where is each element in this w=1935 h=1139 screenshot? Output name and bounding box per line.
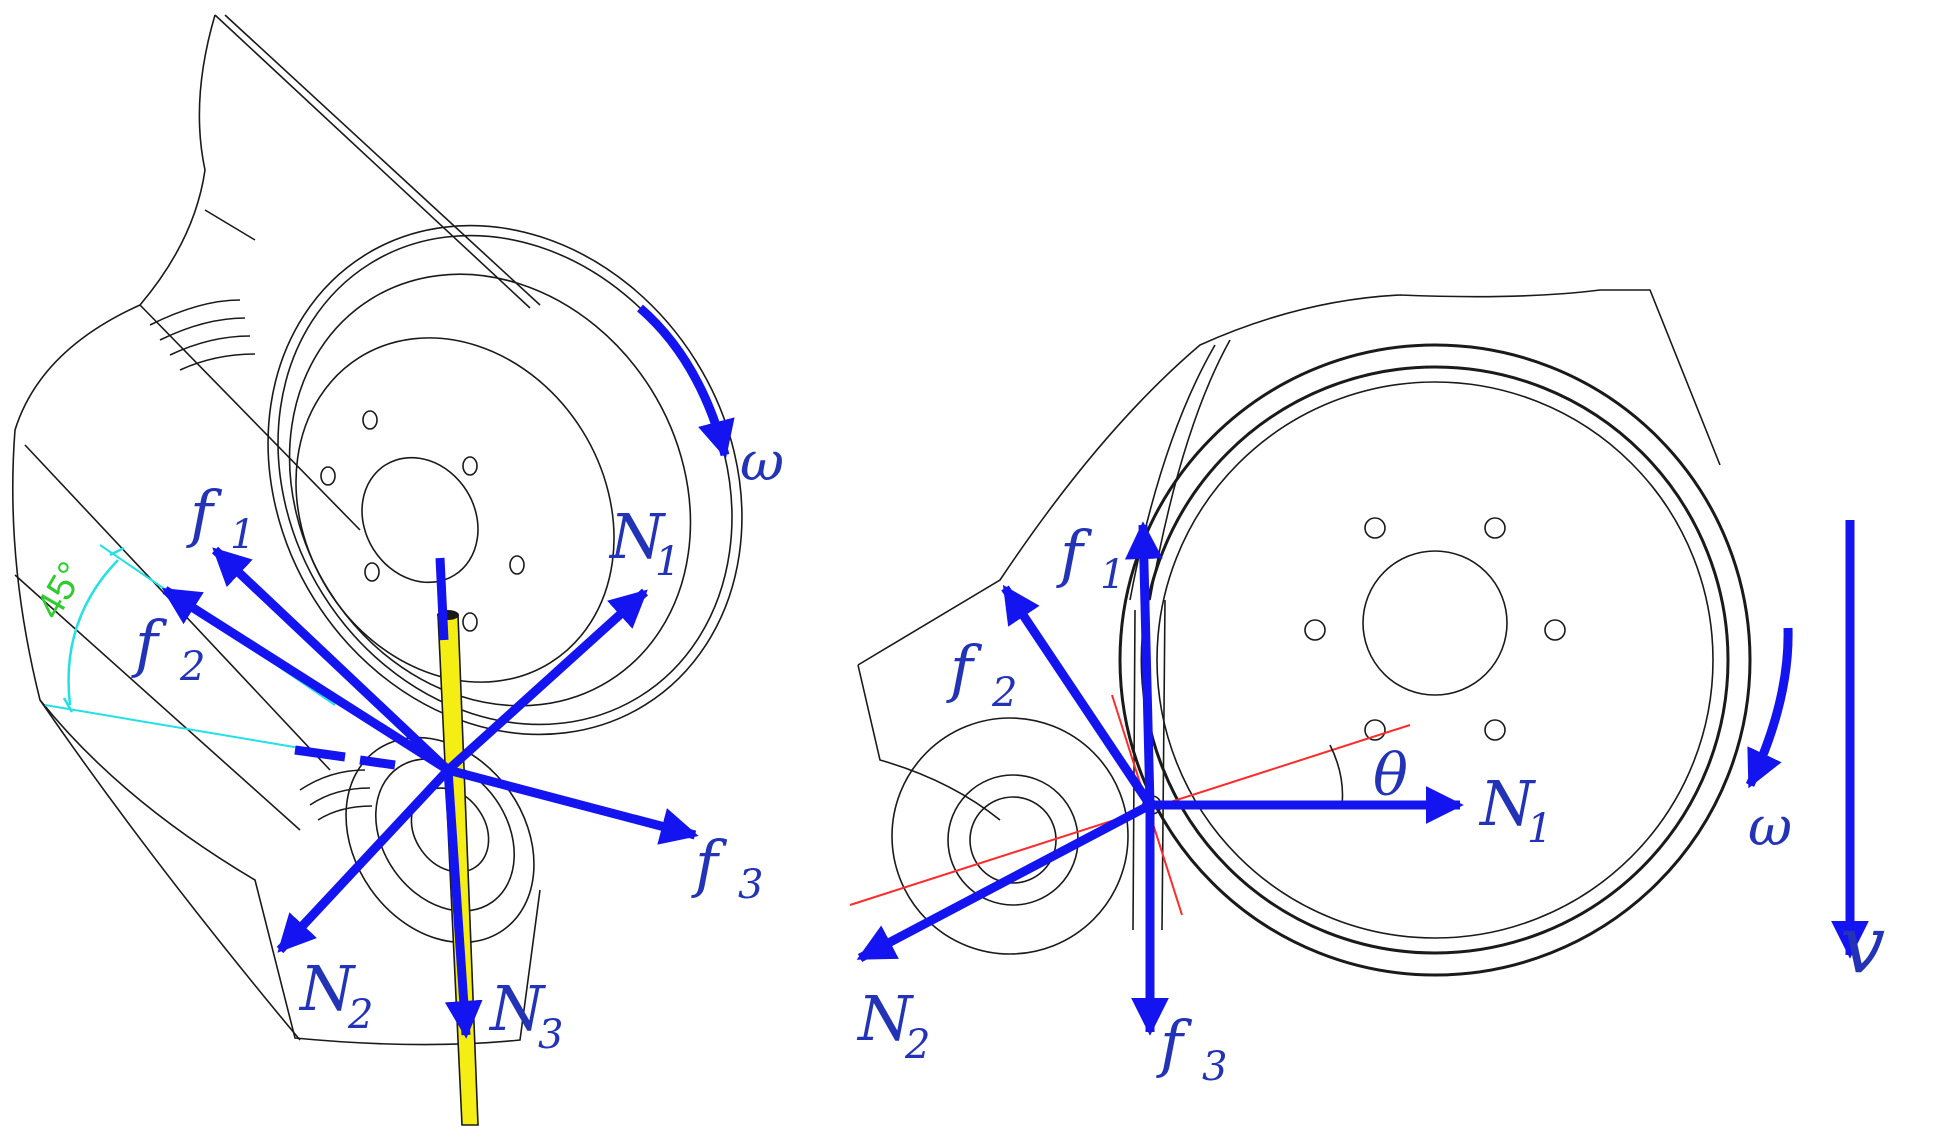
left-bolt-holes: [320, 410, 525, 632]
svg-text:f: f: [1156, 1007, 1193, 1080]
left-label-f1: f 1: [186, 477, 255, 558]
svg-text:N: N: [1478, 767, 1537, 840]
right-small-roller-outer: [891, 717, 1129, 955]
right-big-wheel-rim: [1140, 365, 1730, 955]
left-label-N1: N 1: [608, 500, 680, 585]
svg-text:f: f: [946, 632, 983, 705]
svg-text:1: 1: [1527, 806, 1552, 852]
svg-text:1: 1: [1100, 552, 1125, 598]
right-arrow-f2: [1001, 584, 1154, 808]
left-small-roller-mid: [374, 758, 516, 912]
left-label-N3: N 3: [488, 972, 563, 1058]
right-housing-outline: [857, 289, 1721, 821]
left-label-f2: f 2: [131, 607, 205, 690]
left-housing-outline: [11, 14, 541, 1046]
right-theta-arc: [1329, 744, 1344, 806]
svg-text:f: f: [186, 477, 223, 550]
left-force-arrows: [161, 546, 699, 1039]
left-omega-arrow: [637, 304, 735, 459]
left-view: 45° ω f 1 f 2 N 1 f: [11, 14, 784, 1126]
left-arrow-f2: [161, 586, 451, 774]
right-big-wheel-hub: [1362, 550, 1508, 696]
right-label-v: v: [1840, 898, 1885, 991]
left-arrow-f1: [211, 546, 452, 774]
left-arrow-N1: [444, 588, 649, 774]
svg-text:1: 1: [655, 539, 680, 585]
left-angle-arc: [67, 559, 119, 706]
svg-text:2: 2: [347, 992, 373, 1038]
right-label-f3: f 3: [1156, 1007, 1227, 1090]
right-big-wheel-inner: [1156, 381, 1714, 939]
right-label-omega: ω: [1748, 795, 1792, 858]
svg-text:2: 2: [179, 644, 205, 690]
right-force-arrows: [856, 521, 1464, 1036]
left-big-drum-hub: [361, 456, 479, 584]
svg-text:3: 3: [538, 1012, 563, 1058]
svg-text:3: 3: [1202, 1044, 1227, 1090]
svg-text:2: 2: [991, 670, 1017, 716]
right-omega-arrow: [1745, 627, 1793, 789]
right-arrow-f1: [1124, 521, 1163, 806]
left-arrow-f2-dash-2: [359, 755, 396, 770]
right-label-N1: N 1: [1478, 767, 1552, 852]
right-arrow-N2: [856, 801, 1153, 962]
svg-text:1: 1: [230, 512, 255, 558]
left-big-drum-face: [295, 337, 615, 683]
left-arrow-f3: [446, 765, 699, 845]
left-housing-top-edge: [224, 14, 541, 306]
left-fillet-hatch: [149, 299, 373, 821]
left-label-N2: N 2: [298, 952, 373, 1038]
left-angle-text: 45°: [28, 555, 93, 626]
left-arrow-N2: [276, 766, 452, 954]
left-label-f3: f 3: [691, 827, 763, 908]
svg-text:f: f: [691, 827, 728, 900]
right-label-f2: f 2: [946, 632, 1017, 716]
right-small-roller-inner: [969, 796, 1057, 884]
left-label-omega: ω: [740, 430, 784, 493]
svg-text:2: 2: [904, 1022, 930, 1068]
svg-text:f: f: [131, 607, 168, 680]
left-arrow-f2-dash: [294, 745, 346, 762]
right-label-theta: θ: [1373, 741, 1408, 809]
right-big-wheel-outer: [1118, 343, 1752, 977]
svg-text:N: N: [608, 500, 667, 573]
right-view: f 1 f 2 θ N 1 N 2 f 3 ω v: [849, 289, 1885, 1090]
right-bolt-holes: [1304, 517, 1566, 741]
left-arrow-rod-top: [435, 557, 449, 641]
right-label-f1: f 1: [1056, 517, 1125, 598]
left-angle-arc-tick: [62, 546, 125, 713]
left-housing-side: [39, 699, 301, 1041]
right-housing-vertical: [1132, 599, 1166, 931]
right-label-N2: N 2: [856, 982, 930, 1068]
svg-text:N: N: [488, 972, 547, 1045]
left-arrow-N3: [443, 769, 483, 1039]
svg-text:N: N: [856, 982, 915, 1055]
left-big-drum-inner: [288, 273, 692, 707]
right-small-roller-mid: [947, 774, 1079, 906]
svg-text:3: 3: [738, 862, 763, 908]
left-small-roller-outer: [345, 736, 535, 944]
left-big-drum-outer: [267, 224, 743, 736]
left-big-drum-outer-2: [277, 234, 733, 726]
svg-text:f: f: [1056, 517, 1093, 590]
svg-text:N: N: [298, 952, 357, 1025]
